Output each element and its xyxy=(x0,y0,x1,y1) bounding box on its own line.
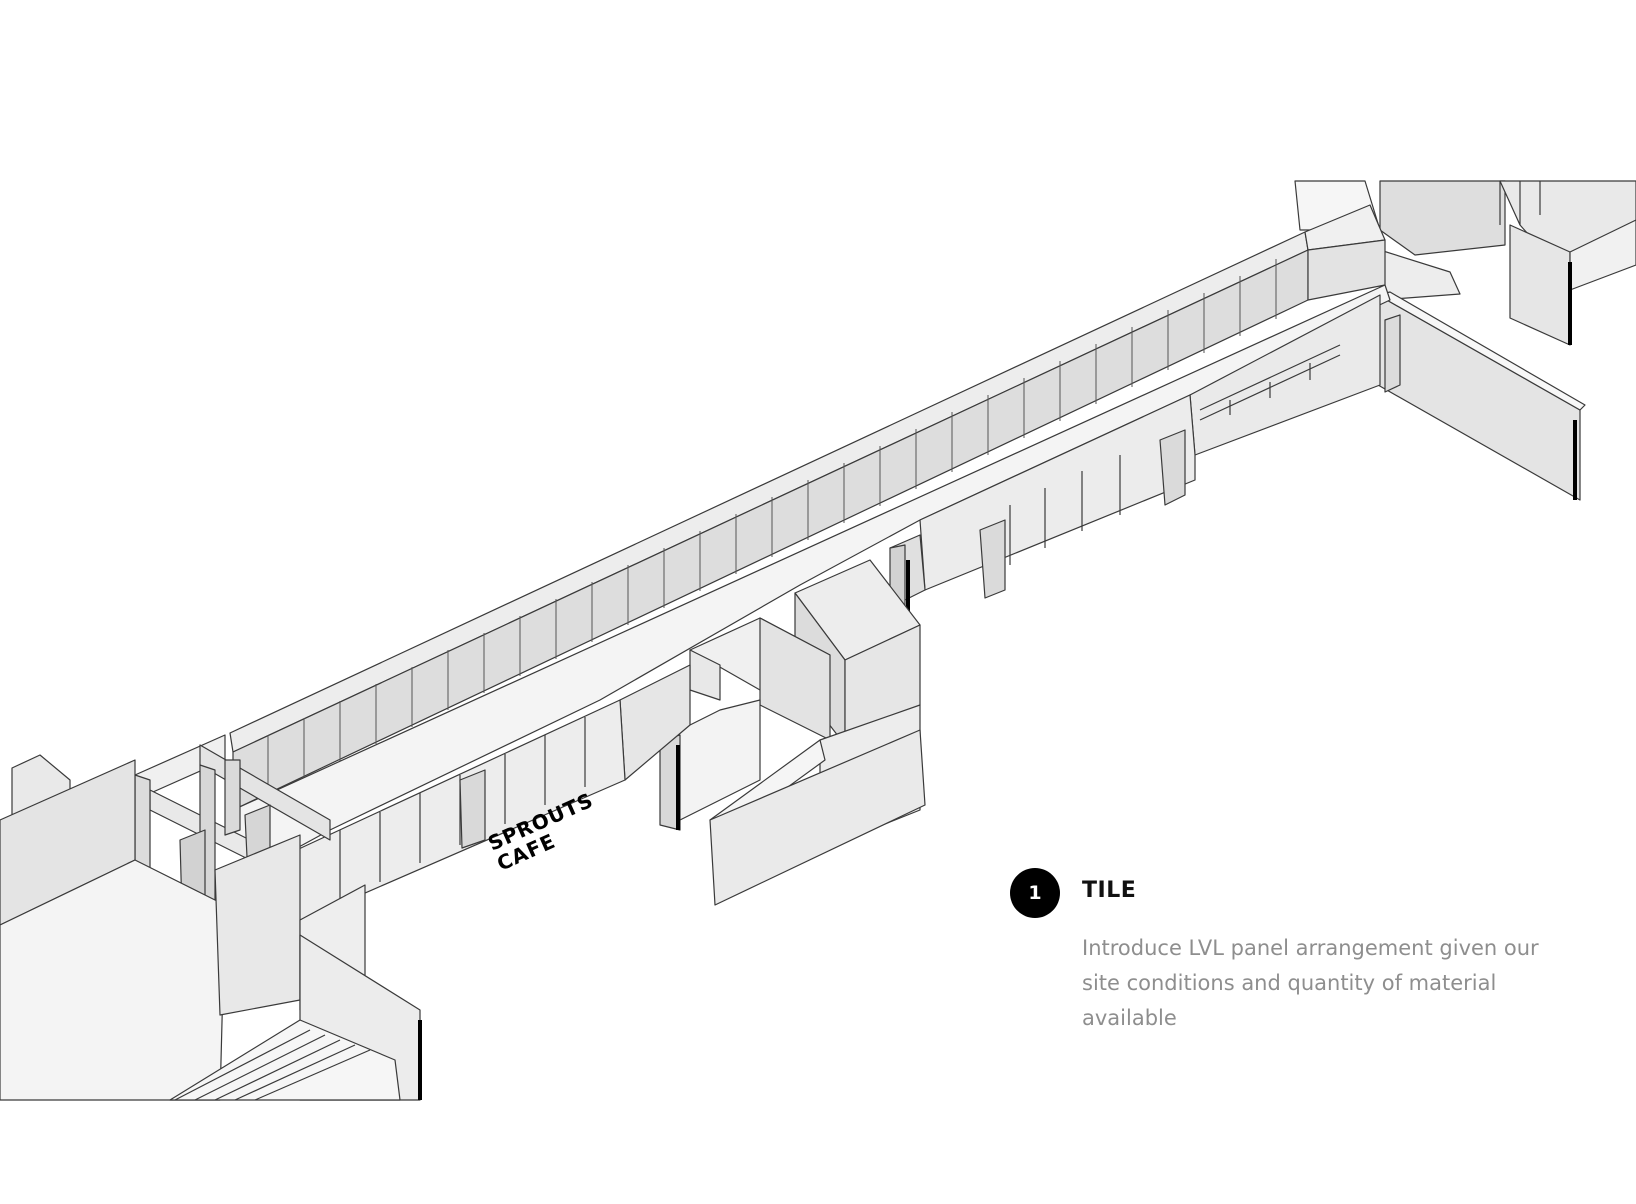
building-block-right xyxy=(1294,180,1636,346)
corridor-floor xyxy=(232,284,1391,861)
lvl-panel-wall xyxy=(229,204,1386,811)
step-title: TILE xyxy=(1082,878,1137,903)
cafe-storefront xyxy=(274,664,691,931)
front-corridor-wall xyxy=(889,294,1401,646)
left-wall xyxy=(0,754,226,1101)
step-description: Introduce LVL panel arrangement given ou… xyxy=(1082,936,1539,1030)
stair-landing xyxy=(169,834,422,1101)
right-wing xyxy=(1377,249,1586,501)
step-number-badge: 1 xyxy=(1010,868,1060,918)
panel-seams xyxy=(267,259,1277,795)
